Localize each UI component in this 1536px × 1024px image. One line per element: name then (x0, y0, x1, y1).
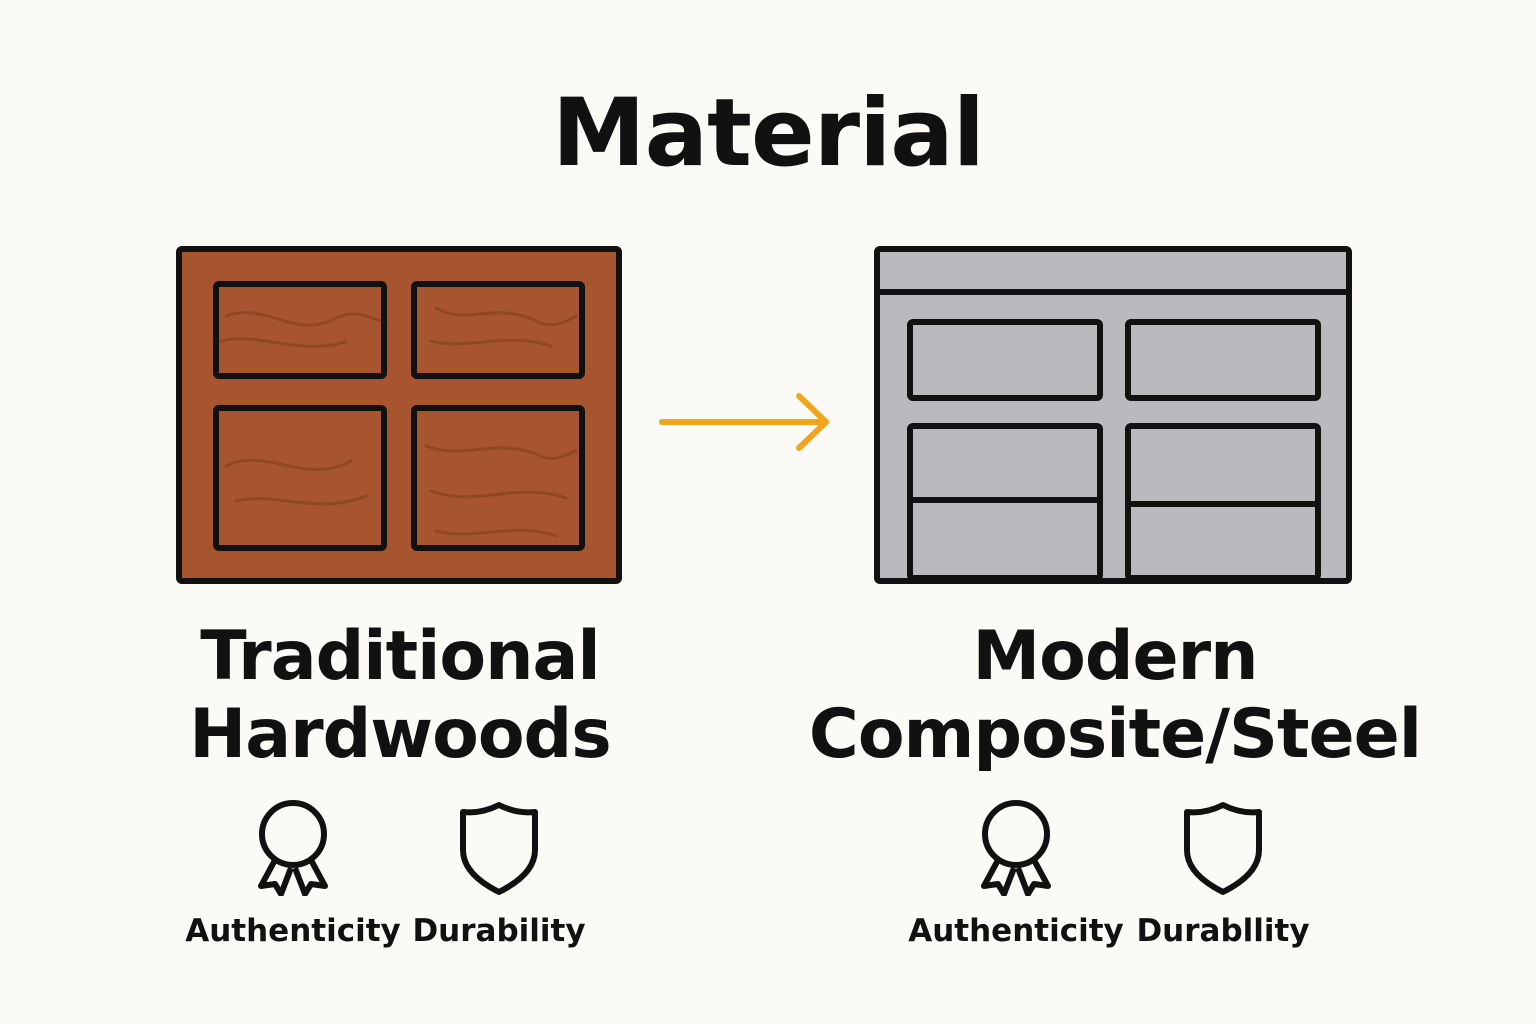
left-attribute-durability: Durability (389, 800, 609, 949)
label-line-1: Modern (972, 617, 1258, 696)
award-ribbon-icon (258, 800, 328, 896)
award-ribbon-icon (981, 800, 1051, 896)
attribute-label: Durability (412, 913, 586, 949)
label-line-2: Composite/Steel (808, 695, 1422, 774)
modern-composite-steel-label: Modern Composite/Steel (790, 618, 1440, 774)
steel-door-illustration (874, 246, 1352, 584)
attribute-label: Authenticity (185, 913, 401, 949)
wood-door-illustration (176, 246, 622, 584)
left-attribute-authenticity: Authenticity (183, 800, 403, 949)
right-attribute-durability: Durabllity (1113, 800, 1333, 949)
transition-arrow (656, 392, 836, 454)
shield-icon (460, 802, 538, 895)
shield-icon (1184, 802, 1262, 895)
label-line-1: Traditional (200, 617, 600, 696)
attribute-label: Authenticity (908, 913, 1124, 949)
attribute-label: Durabllity (1136, 913, 1310, 949)
traditional-hardwoods-label: Traditional Hardwoods (150, 618, 650, 774)
right-attribute-authenticity: Authenticity (906, 800, 1126, 949)
diagram-title: Material (552, 79, 985, 188)
label-line-2: Hardwoods (189, 695, 611, 774)
